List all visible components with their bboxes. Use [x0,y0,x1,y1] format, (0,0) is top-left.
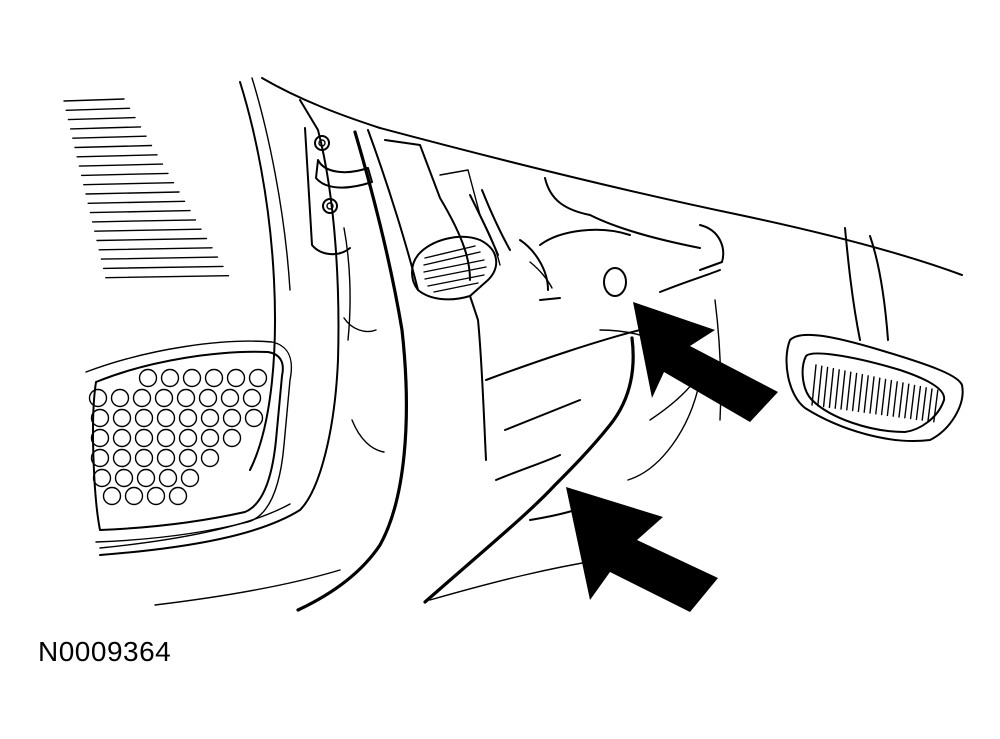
pedal-rib [828,367,835,409]
grille-hole [138,368,158,388]
pedal-rib [909,384,916,420]
grille-hole [156,448,176,468]
grille-hole [124,486,144,506]
grille-hole [90,428,110,448]
vent-louver-line [74,144,153,149]
grille-hole [244,408,264,428]
vent-louver-line [72,135,147,139]
grille-hole [222,428,242,448]
pedal-rib [846,371,852,411]
vent-louver-line [87,200,186,204]
pedal-rib [811,364,817,406]
vent-louver-line [67,116,136,121]
pedal-rib [875,377,881,415]
pedal-rib [921,387,927,421]
pedal-rib [822,366,829,408]
vent-louver-line [80,172,169,177]
left-pedal [411,189,553,301]
pedal-rib [886,379,893,417]
grille-hole [90,448,110,468]
pedal-rib [880,378,887,416]
speaker-grille [85,340,293,543]
pedal-rib [933,389,939,423]
pedal-rib [851,372,858,412]
pedal-rib [863,375,869,413]
grille-hole [226,368,246,388]
vent-louver-line [96,237,208,242]
pedal-rib [927,388,933,422]
pedal-rib [817,365,823,407]
grille-hole [180,468,200,488]
grille-hole [114,468,134,488]
grille-hole [146,486,166,506]
grille-hole [200,448,220,468]
grille-hole [248,368,268,388]
vent-louver-line [63,98,125,102]
grille-hole [132,388,152,408]
vent-louver-line [89,209,191,214]
vent-louver-line [105,275,230,279]
pedal-rib [915,385,922,421]
vent-louver-line [100,256,219,260]
grille-hole [160,368,180,388]
grille-hole [102,486,122,506]
grommet [603,267,627,297]
grille-hole [156,408,176,428]
vent-louver-line [83,182,175,186]
grille-hole [134,448,154,468]
door-trim-lines [99,77,381,606]
grille-hole [92,468,112,488]
figure-id-label: N0009364 [38,636,172,667]
grille-hole [88,388,108,408]
pedal-rib [898,382,904,418]
vent-louver-line [94,228,202,232]
grille-hole [200,428,220,448]
grille-hole [204,368,224,388]
grille-hole [200,408,220,428]
vent-louver-line [76,154,158,158]
grille-hole [168,486,188,506]
grille-hole [134,428,154,448]
pedal-rib [840,370,846,410]
pedal-rib [834,369,840,409]
grille-hole [112,408,132,428]
grille-hole [198,388,218,408]
vent-louver-line [102,265,224,270]
grille-hole [178,428,198,448]
pedal-rib [869,376,875,414]
grille-hole [110,388,130,408]
grille-hole [156,428,176,448]
grille-hole [178,408,198,428]
a-pillar-edge [296,129,419,612]
vent-louver-line [91,219,197,223]
grille-hole [220,388,240,408]
grille-hole [134,408,154,428]
dash-panel [379,127,963,341]
vent-louver-line [65,107,131,111]
pedal-rib [892,381,898,417]
grille-hole [176,388,196,408]
grille-hole [158,468,178,488]
grille-hole [242,388,262,408]
upper-arrow [633,302,778,422]
vent-louver-line [69,126,142,130]
grille-hole [136,468,156,488]
grille-hole [90,408,110,428]
grille-hole [182,368,202,388]
vent-louver-line [85,191,180,195]
pedal-rib [904,383,910,419]
lower-arrow [566,487,718,612]
vent-louver-line [78,163,164,167]
grille-hole [112,448,132,468]
door-hinge [304,127,385,453]
grille-hole [222,408,242,428]
pedal-rib [857,373,864,413]
grille-hole [112,428,132,448]
vent-louvers [63,98,230,279]
vent-louver-line [98,247,213,251]
grille-hole [178,448,198,468]
grille-hole [154,388,174,408]
right-pedal [785,333,964,442]
